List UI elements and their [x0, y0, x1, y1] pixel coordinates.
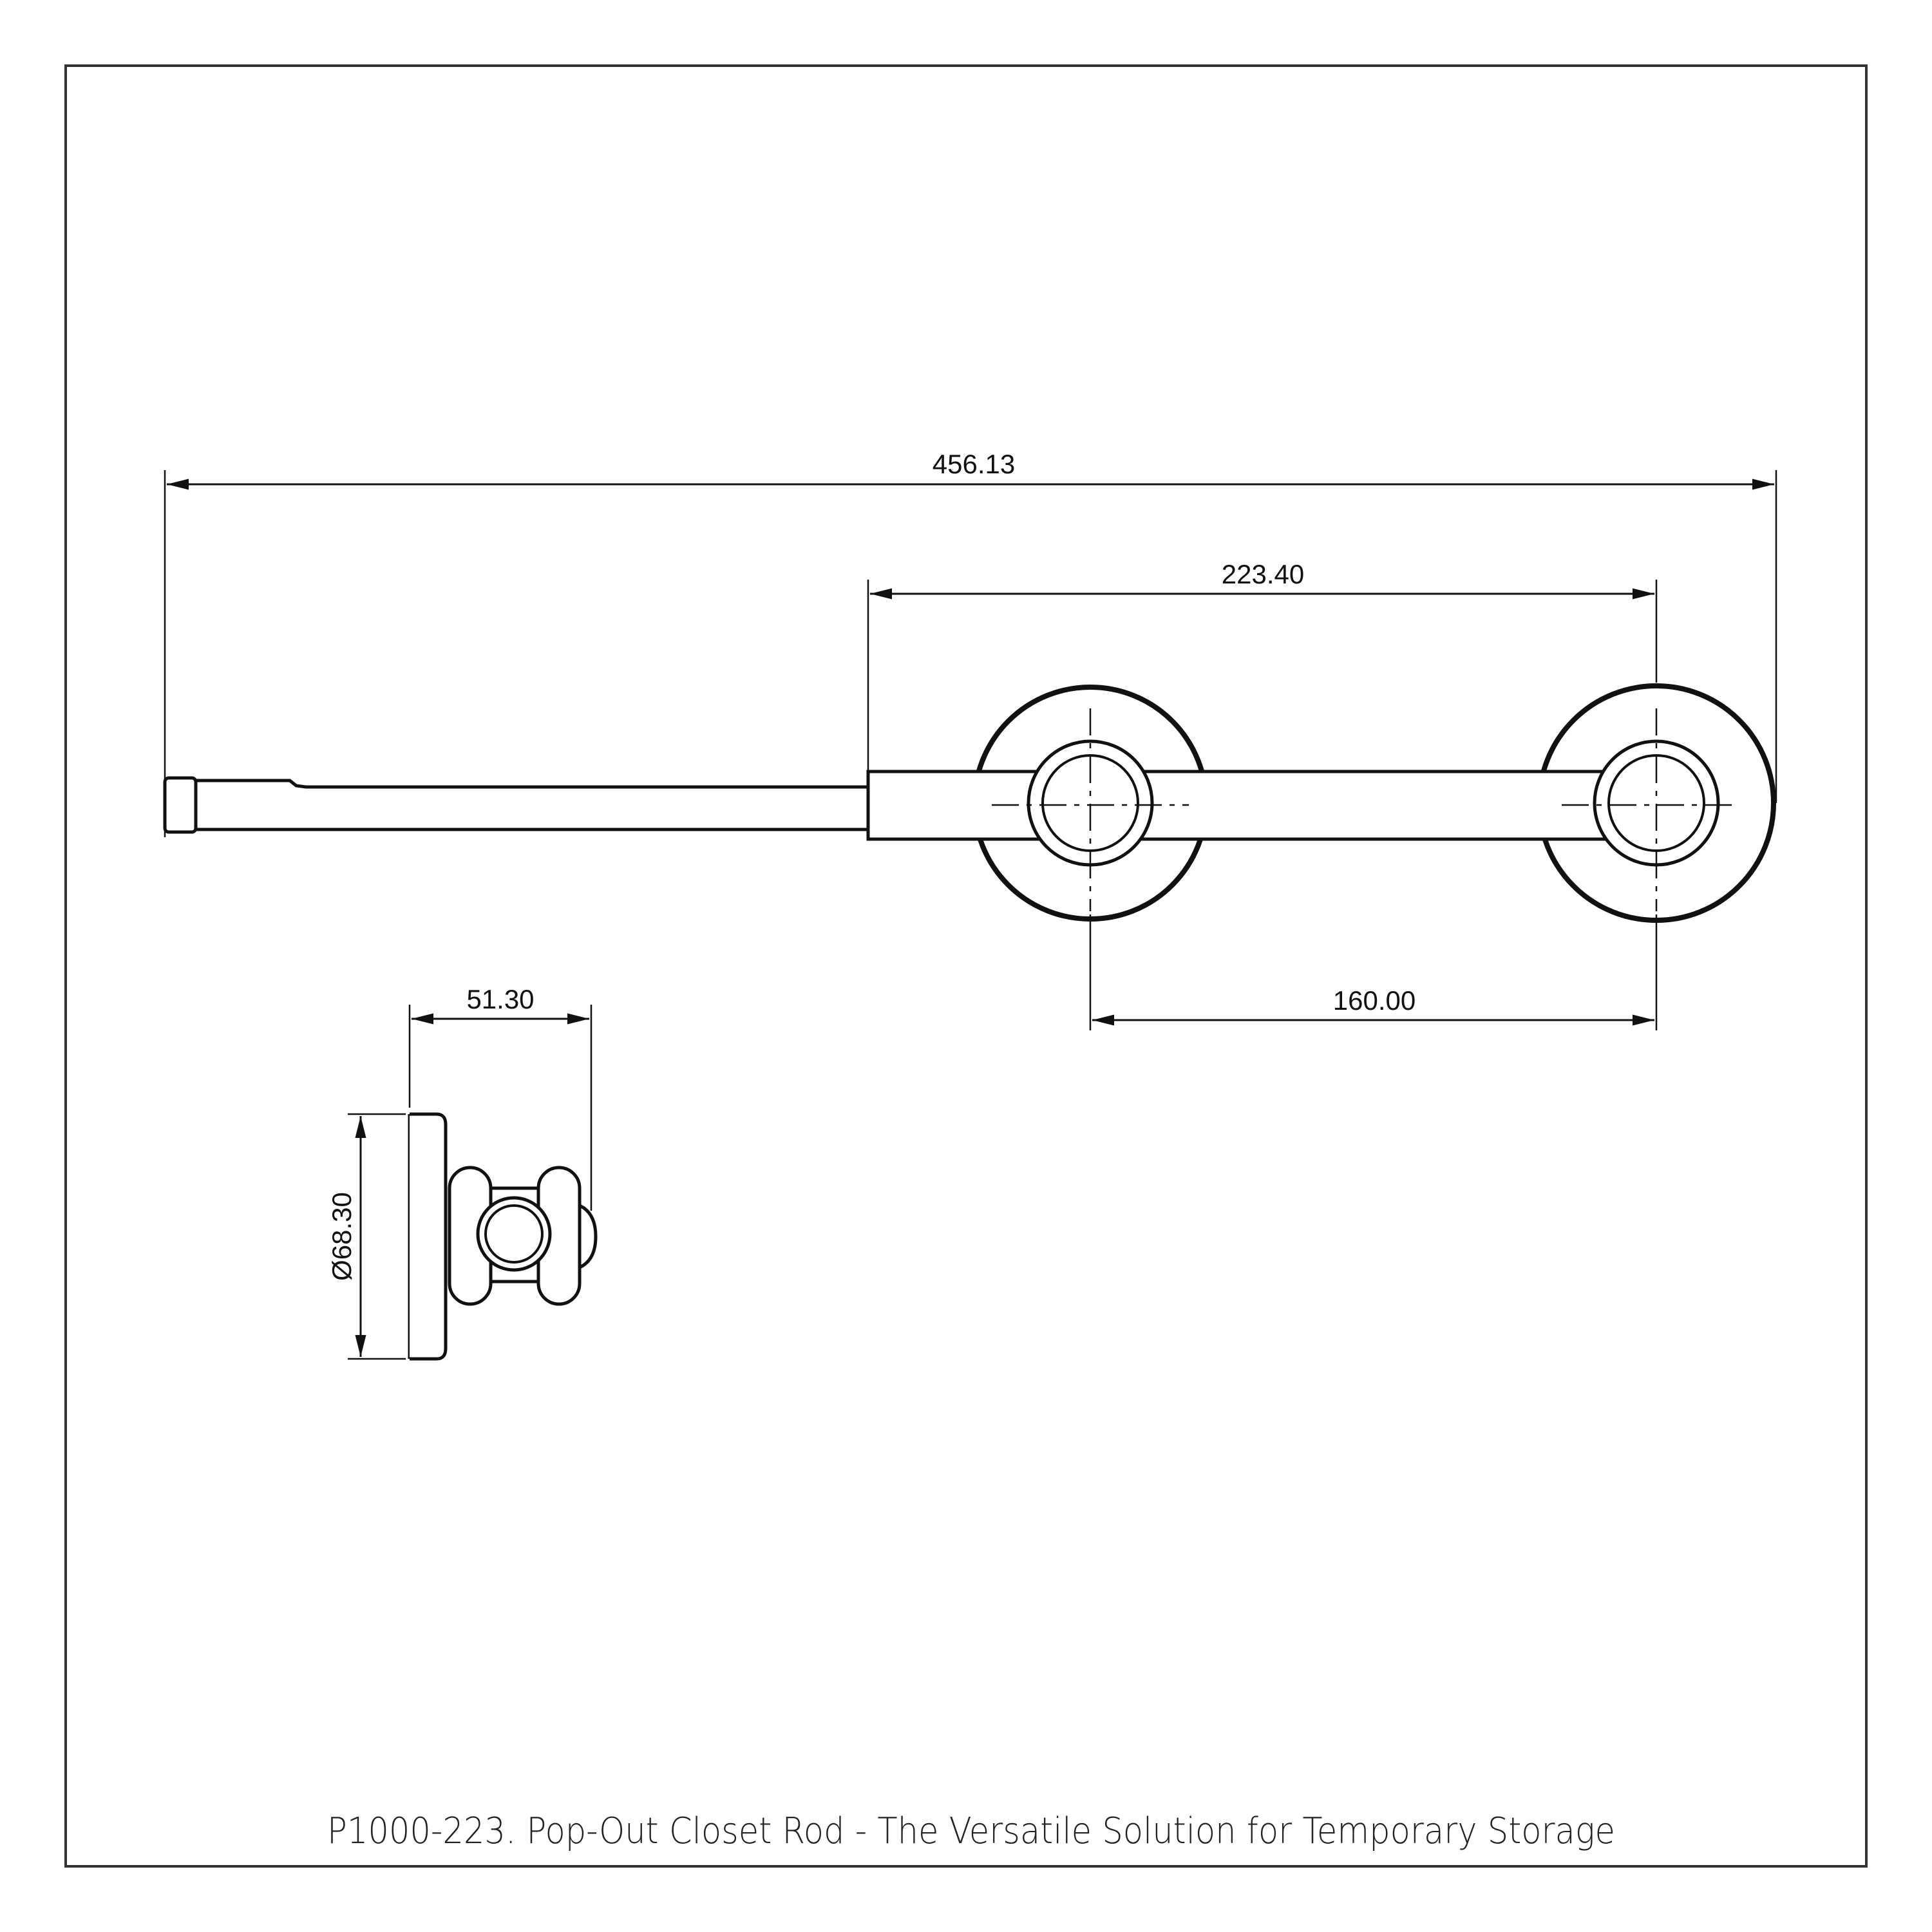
dimensions-front: 456.13 223.40 160.00 — [164, 449, 1777, 1030]
center-mark-front — [992, 708, 1189, 911]
dimensions-side: 51.30 Ø68.30 — [327, 984, 592, 1360]
side-rod-inner — [484, 1204, 544, 1264]
bracket-bar — [866, 770, 1671, 841]
side-rod-outer — [476, 1196, 552, 1272]
side-depth-label: 51.30 — [466, 984, 534, 1014]
drawing-title: P1000-223. Pop-Out Closet Rod - The Vers… — [327, 1810, 1615, 1852]
rod-end-cap — [163, 776, 198, 834]
flange-diameter-label: Ø68.30 — [327, 1192, 357, 1281]
front-view — [163, 683, 1776, 923]
drawing-border — [64, 64, 1868, 1868]
overall-length-label: 456.13 — [933, 449, 1015, 479]
rear-boss-inner — [1607, 754, 1705, 852]
side-flange — [410, 1112, 448, 1361]
side-view — [408, 1112, 598, 1361]
bracket-span-label: 223.40 — [1222, 559, 1304, 589]
center-mark-rear — [1562, 708, 1739, 911]
closet-rod — [196, 779, 868, 831]
front-boss-inner — [1041, 754, 1139, 852]
mount-spacing-label: 160.00 — [1333, 985, 1416, 1016]
